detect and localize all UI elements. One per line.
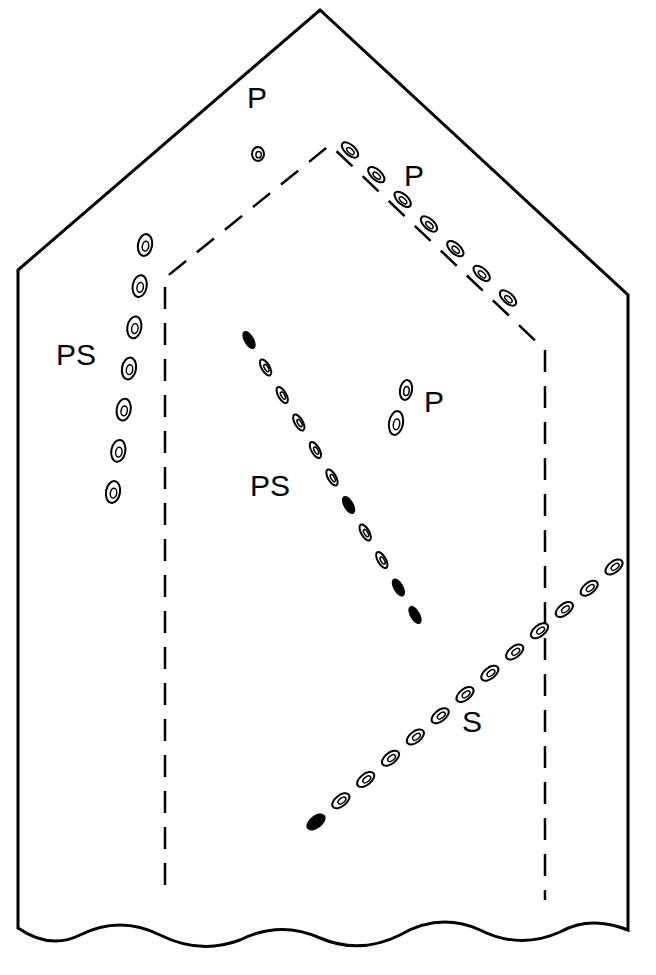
inclusion (578, 578, 601, 599)
inclusion (497, 288, 519, 309)
inclusion-type-label: PS (248, 471, 292, 501)
growth-zone (165, 145, 545, 900)
inclusion-type-label: PS (54, 340, 98, 370)
inclusion (252, 147, 264, 161)
inclusion (307, 440, 323, 460)
inclusion (241, 330, 257, 350)
inclusion (404, 727, 427, 748)
inclusion (324, 468, 340, 488)
inclusion (429, 705, 452, 726)
inclusion (418, 214, 440, 235)
inclusion (387, 410, 405, 436)
inclusion (407, 605, 423, 625)
inclusion (398, 379, 413, 401)
inclusion (354, 769, 377, 790)
inclusion (104, 480, 122, 504)
inclusion (603, 557, 626, 578)
inclusion (503, 642, 526, 663)
inclusion-type-label: P (422, 387, 446, 417)
inclusion-type-label: P (245, 83, 269, 113)
inclusion (528, 620, 551, 641)
inclusion (305, 812, 328, 833)
inclusion (136, 233, 154, 257)
inclusion (471, 263, 493, 284)
inclusion (120, 356, 138, 380)
inclusion (291, 413, 307, 433)
inclusion (341, 495, 357, 515)
inclusion (110, 439, 128, 463)
inclusion (115, 398, 133, 422)
inclusion (357, 523, 373, 543)
inclusion (131, 274, 149, 298)
crystal-outline (18, 10, 628, 946)
inclusion (126, 315, 144, 339)
inclusion (339, 140, 361, 161)
inclusion (454, 684, 477, 705)
inclusion (553, 599, 576, 620)
inclusion-type-label: P (402, 161, 426, 191)
inclusion (379, 748, 402, 769)
inclusion (274, 385, 290, 405)
inclusion (258, 358, 274, 378)
fluid-inclusions (104, 140, 625, 833)
inclusion (330, 790, 353, 811)
inclusion (445, 238, 467, 259)
inclusion (479, 663, 502, 684)
inclusion-type-label: S (460, 707, 484, 737)
inclusion (392, 189, 414, 210)
inclusion (374, 550, 390, 570)
inclusion (366, 164, 388, 185)
inclusion (390, 578, 406, 598)
